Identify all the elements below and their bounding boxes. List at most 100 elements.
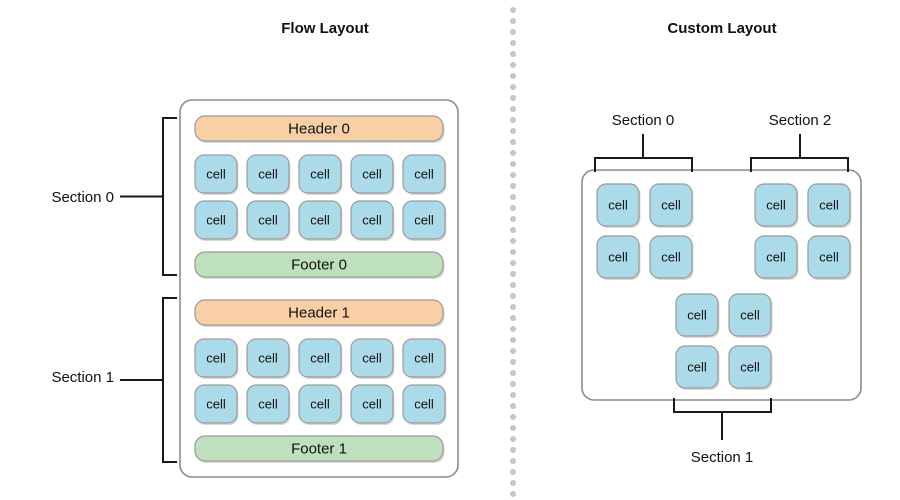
vertical-dotted-divider-dot [510,7,516,13]
vertical-dotted-divider-dot [510,84,516,90]
vertical-dotted-divider-dot [510,183,516,189]
header-0: Header 0 [194,115,445,143]
cell-rect [402,200,446,240]
cell: cell [246,384,291,425]
vertical-dotted-divider-dot [510,51,516,57]
cell: cell [675,293,720,338]
cell-rect [754,183,798,227]
vertical-dotted-divider-dot [510,348,516,354]
vertical-dotted-divider-dot [510,73,516,79]
cell-label: cell [310,396,330,411]
cell-rect [350,154,394,194]
cell-rect [298,384,342,424]
cell-rect [402,338,446,378]
panel-title-flow-layout: Flow Layout [281,20,369,37]
vertical-dotted-divider-dot [510,227,516,233]
cell-rect [194,200,238,240]
cell: cell [728,293,773,338]
section-1-bracket-flow-layout: Section 1 [51,297,177,463]
cell-rect [807,183,851,227]
vertical-dotted-divider-dot [510,337,516,343]
cell: cell [246,200,291,241]
section-0-bracket-flow-layout: Section 0 [51,117,177,276]
cell-label: cell [362,396,382,411]
footer-1-label: Footer 1 [291,440,347,457]
cell-label: cell [310,166,330,181]
cell-label: cell [608,197,628,212]
cell-label: cell [819,249,839,264]
cell-rect [649,235,693,279]
vertical-dotted-divider-dot [510,95,516,101]
vertical-dotted-divider-dot [510,106,516,112]
vertical-dotted-divider-dot [510,216,516,222]
section-0-bracket-custom-layout: Section 0 [594,112,693,172]
cell-rect [350,200,394,240]
cell: cell [402,384,447,425]
vertical-dotted-divider-dot [510,117,516,123]
vertical-dotted-divider-dot [510,139,516,145]
panel-title-custom-layout: Custom Layout [667,20,776,37]
cell-label: cell [362,166,382,181]
vertical-dotted-divider-dot [510,381,516,387]
cell: cell [350,338,395,379]
cell: cell [649,183,694,228]
cell-label: cell [608,249,628,264]
cell-label: cell [414,212,434,227]
vertical-dotted-divider-dot [510,392,516,398]
cell-rect [246,338,290,378]
header-1: Header 1 [194,299,445,327]
section-2-row-1: cell cell [754,235,852,280]
section-0-bracket-label: Section 0 [51,189,114,206]
vertical-dotted-divider-dot [510,469,516,475]
section-1-bracket-custom-layout: Section 1 [673,398,772,466]
cell-rect [350,384,394,424]
section-1-bracket-path [162,297,177,463]
cell-rect [728,345,772,389]
cell-rect [675,293,719,337]
header-0-label: Header 0 [288,120,350,137]
section-0-bracket-label: Section 0 [612,112,675,129]
cell: cell [402,338,447,379]
cell-rect [298,154,342,194]
footer-0-rect [194,251,444,278]
cell: cell [807,183,852,228]
cell: cell [754,235,799,280]
cell-rect [807,235,851,279]
header-1-rect [194,299,444,326]
cell: cell [298,338,343,379]
cell: cell [298,154,343,195]
divider-layer [510,7,516,497]
section-0-bracket-path [162,117,177,276]
cell: cell [807,235,852,280]
cell: cell [728,345,773,390]
cell-rect [246,384,290,424]
cell-label: cell [740,359,760,374]
cell-label: cell [740,307,760,322]
cell-label: cell [687,307,707,322]
cell: cell [596,235,641,280]
vertical-dotted-divider-dot [510,205,516,211]
vertical-dotted-divider-dot [510,194,516,200]
vertical-dotted-divider-dot [510,315,516,321]
footer-0-label: Footer 0 [291,256,347,273]
vertical-dotted-divider-dot [510,403,516,409]
vertical-dotted-divider-dot [510,150,516,156]
vertical-dotted-divider-dot [510,458,516,464]
footer-0: Footer 0 [194,251,445,279]
cell: cell [194,384,239,425]
section-1-row-0: cell cell [675,293,773,338]
cell: cell [350,200,395,241]
vertical-dotted-divider-dot [510,62,516,68]
cell-label: cell [819,197,839,212]
section-0-row-0: cell cell [596,183,694,228]
cell-label: cell [258,396,278,411]
header-1-label: Header 1 [288,304,350,321]
section-2-bracket-label: Section 2 [769,112,832,129]
vertical-dotted-divider-dot [510,326,516,332]
cell-rect [194,154,238,194]
cell-label: cell [206,212,226,227]
